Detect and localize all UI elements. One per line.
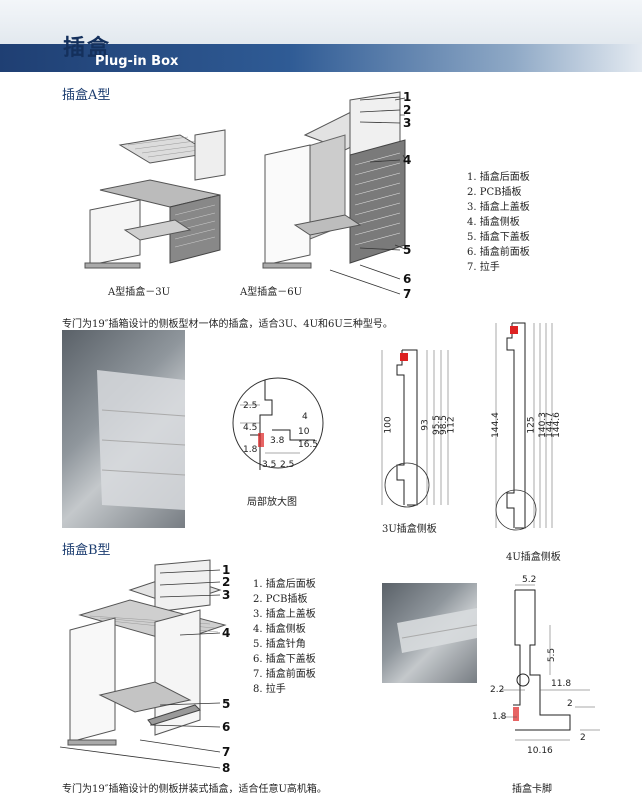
profile-dim-4: 11.8: [551, 679, 572, 689]
legend-b-item: 1. 插盒后面板: [253, 579, 316, 590]
profile-caption: 插盒卡脚: [512, 784, 552, 795]
page-title: 插盒: [63, 35, 112, 61]
profile-dim-5: 1.8: [492, 712, 507, 722]
legend-a-item: 5. 插盒下盖板: [467, 232, 530, 243]
callout-a-1: 1: [403, 90, 412, 104]
callout-b-7: 7: [222, 745, 231, 759]
legend-b-item: 6. 插盒下盖板: [253, 654, 316, 665]
legend-b-item: 5. 插盒针角: [253, 639, 306, 650]
zoom-dim-4: 3.5: [262, 460, 277, 470]
side-profile-3u-drawing: [381, 349, 449, 508]
callout-a-5: 5: [403, 243, 412, 257]
callout-a-4: 4: [403, 153, 412, 167]
legend-a-item: 1. 插盒后面板: [467, 172, 530, 183]
clip-profile-drawing: [500, 584, 600, 741]
zoom-dim-5: 2.5: [280, 460, 295, 470]
legend-b-item: 2. PCB插板: [253, 594, 308, 605]
section-a-callout-lines: [329, 96, 401, 295]
section-a-title: 插盒A型: [62, 88, 111, 103]
callout-b-4: 4: [222, 626, 231, 640]
plug-in-box-a-3u-drawing: [84, 129, 226, 269]
zoom-detail-drawing: [232, 377, 324, 470]
zoom-dim-9: 4: [302, 412, 308, 422]
dim-4u-5: 144.6: [551, 412, 562, 438]
profile-dim-3: 2.2: [490, 685, 505, 695]
caption-a-6u: A型插盒－6U: [240, 287, 303, 298]
callout-b-8: 8: [222, 761, 231, 775]
dim-3u-1: 100: [383, 416, 394, 434]
header-bar: [0, 44, 642, 72]
legend-a-item: 2. PCB插板: [467, 187, 522, 198]
callout-b-5: 5: [222, 697, 231, 711]
dim-3u-5: 112: [446, 416, 457, 434]
zoom-dim-3: 1.8: [243, 445, 258, 455]
profile-dim-1: 5.2: [522, 575, 537, 585]
caption-a-3u: A型插盒－3U: [108, 287, 171, 298]
section-b-title: 插盒B型: [62, 543, 111, 558]
side-4u-caption: 4U插盒侧板: [506, 552, 561, 563]
profile-dim-2: 5.5: [547, 647, 558, 663]
callout-b-2: 2: [222, 575, 231, 589]
legend-a-item: 6. 插盒前面板: [467, 247, 530, 258]
legend-b-item: 7. 插盒前面板: [253, 669, 316, 680]
callout-a-3: 3: [403, 116, 412, 130]
callout-b-6: 6: [222, 720, 231, 734]
callout-b-1: 1: [222, 563, 231, 577]
legend-a-item: 7. 拉手: [467, 262, 500, 273]
profile-dim-7: 10.16: [527, 746, 553, 756]
side-profile-photo: [62, 330, 186, 528]
legend-b-item: 4. 插盒侧板: [253, 624, 306, 635]
zoom-dim-6: 10: [298, 427, 310, 437]
section-a-description: 专门为19″插箱设计的侧板型材一体的插盒，适合3U、4U和6U三种型号。: [62, 319, 393, 330]
zoom-dim-8: 3.8: [270, 436, 285, 446]
legend-a-item: 3. 插盒上盖板: [467, 202, 530, 213]
section-b-callout-lines: [59, 569, 221, 769]
section-b-description: 专门为19″插箱设计的侧板拼装式插盒，适合任意U高机箱。: [62, 784, 327, 795]
legend-b-item: 3. 插盒上盖板: [253, 609, 316, 620]
side-3u-caption: 3U插盒侧板: [382, 524, 437, 535]
profile-dim-8: 2: [580, 733, 586, 743]
legend-b-item: 8. 拉手: [253, 684, 286, 695]
dim-3u-2: 93: [420, 419, 431, 431]
page-subtitle: Plug-in Box: [95, 54, 179, 69]
callout-a-2: 2: [403, 103, 412, 117]
callout-b-3: 3: [222, 588, 231, 602]
zoom-dim-7: 16.5: [298, 440, 319, 450]
callout-a-6: 6: [403, 272, 412, 286]
clip-profile-photo: [382, 583, 478, 683]
zoom-dim-1: 2.5: [243, 401, 258, 411]
zoom-dim-2: 4.5: [243, 423, 258, 433]
dim-4u-2: 125: [526, 416, 537, 434]
side-profile-4u-drawing: [495, 322, 553, 531]
plug-in-box-a-6u-drawing: [262, 91, 406, 269]
profile-dim-6: 2: [567, 699, 573, 709]
legend-b: 1. 插盒后面板 2. PCB插板 3. 插盒上盖板 4. 插盒侧板 5. 插盒…: [253, 577, 316, 697]
legend-a: 1. 插盒后面板 2. PCB插板 3. 插盒上盖板 4. 插盒侧板 5. 插盒…: [467, 170, 530, 275]
dim-4u-1: 144.4: [490, 412, 501, 438]
legend-a-item: 4. 插盒侧板: [467, 217, 520, 228]
callout-a-7: 7: [403, 287, 412, 301]
zoom-caption: 局部放大图: [247, 497, 297, 508]
plug-in-box-b-drawing: [67, 559, 227, 746]
